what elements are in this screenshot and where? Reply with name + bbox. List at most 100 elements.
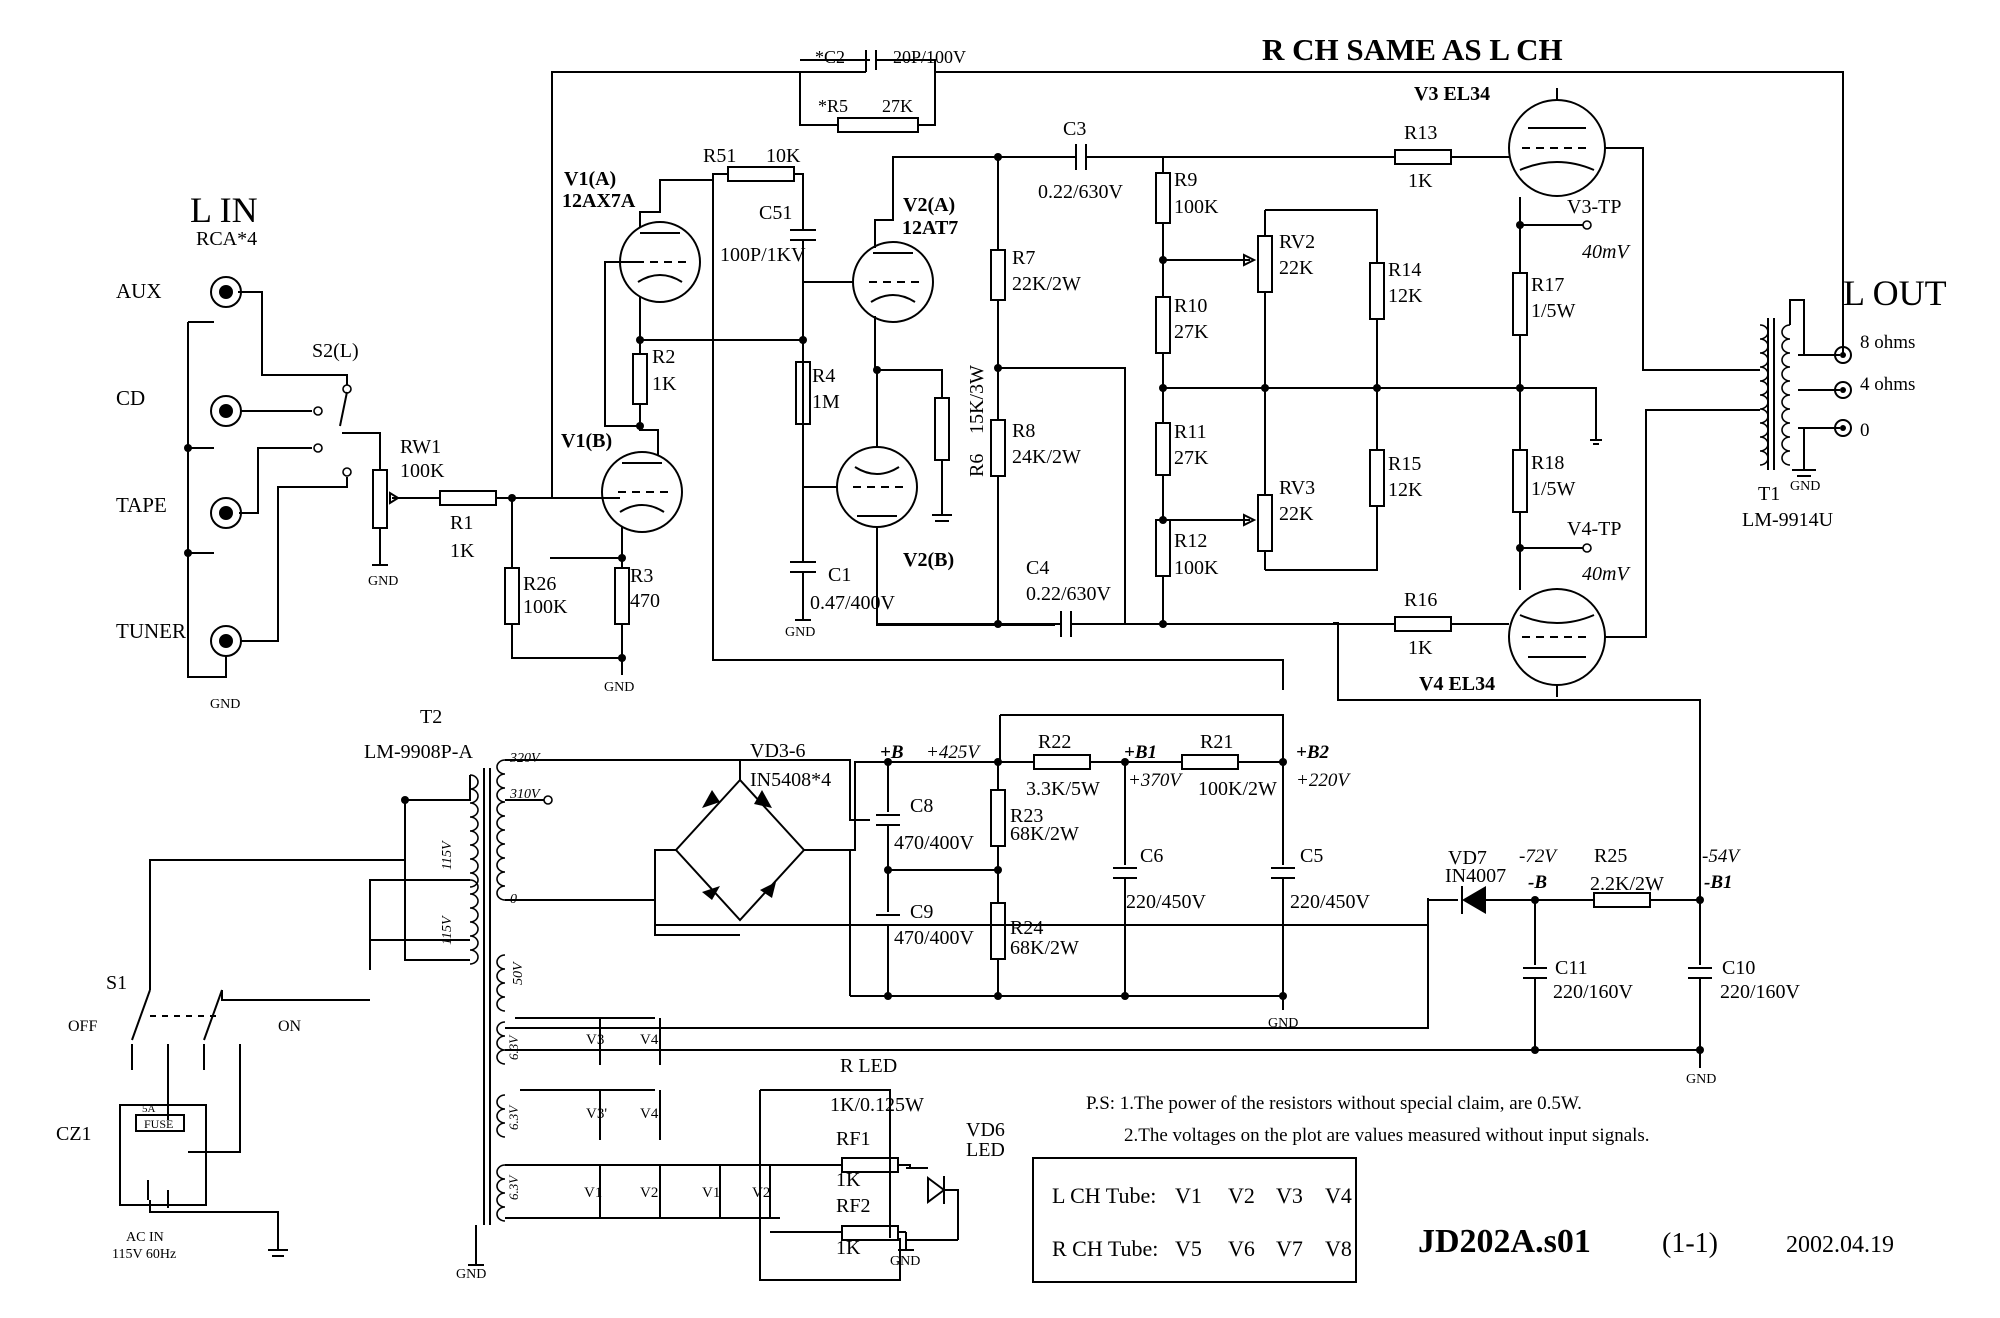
power-c5-1-label: 220/450V (1290, 891, 1371, 913)
power-rf1-0-label: RF1 (836, 1128, 870, 1150)
power-rled-1-label: 1K/0.125W (830, 1094, 924, 1116)
power-r23-0-label: R23 (1010, 805, 1043, 827)
tube_table-rows-1-3-label: V7 (1276, 1236, 1303, 1261)
v3-tube (1508, 99, 1606, 197)
components-r9-1-label: 100K (1174, 196, 1219, 218)
tubes-tp3-0-label: V3-TP (1567, 196, 1621, 218)
components-r18-1-label: 1/5W (1531, 478, 1576, 500)
power-b1-0-label: +B1 (1124, 742, 1157, 763)
power-vd6-1-label: LED (966, 1139, 1005, 1161)
phase-splitter-wiring (877, 144, 1395, 637)
components-r11-0-label: R11 (1174, 421, 1207, 443)
tubes-v2a-1-label: 12AT7 (902, 217, 958, 239)
drawing-date: 2002.04.19 (1786, 1232, 1894, 1258)
components-rw1-0-label: RW1 (400, 436, 441, 458)
power-taps-1-label: 310V (509, 787, 541, 802)
components-r12-1-label: 100K (1174, 557, 1219, 579)
power-b2-1-label: +220V (1296, 770, 1351, 791)
tubes-v1a-0-label: V1(A) (564, 168, 616, 190)
feedback-network (551, 50, 1844, 498)
rca-jacks (210, 276, 242, 657)
power-r24-0-label: R24 (1010, 917, 1043, 939)
components-r17-0-label: R17 (1531, 274, 1564, 296)
components-r2-1-label: 1K (652, 373, 677, 395)
power-s1-0-label: S1 (106, 972, 127, 994)
power-vd6-0-label: VD6 (966, 1119, 1005, 1141)
tubes-v1b-label: V1(B) (561, 430, 612, 452)
power-b-1-label: +425V (926, 742, 981, 763)
power-heaters-3-label: V4' (640, 1106, 661, 1122)
components-c3-1-label: 0.22/630V (1038, 181, 1124, 203)
note-1: P.S: 1.The power of the resistors withou… (1086, 1093, 1582, 1114)
power-c8-0-label: C8 (910, 795, 933, 817)
components-r16-0-label: R16 (1404, 589, 1437, 611)
power-nb-0-label: -72V (1519, 846, 1558, 867)
components-c51-0-label: C51 (759, 202, 792, 224)
components-r8-1-label: 24K/2W (1012, 446, 1081, 468)
components-r2-0-label: R2 (652, 346, 675, 368)
output-stage-wiring (1394, 88, 1750, 697)
components-r4-0-label: R4 (812, 365, 835, 387)
v4-tube (1508, 588, 1606, 686)
components-r15-0-label: R15 (1388, 453, 1421, 475)
gnd-c1: GND (785, 625, 815, 640)
components-r18-0-label: R18 (1531, 452, 1564, 474)
tube_table-rows-0-1-label: V1 (1175, 1183, 1202, 1208)
r1 (420, 490, 600, 506)
components-r10-0-label: R10 (1174, 295, 1207, 317)
power-r24-1-label: 68K/2W (1010, 937, 1079, 959)
power-heaters-4-label: V1 (584, 1185, 602, 1201)
source-tape: TAPE (116, 493, 167, 517)
power-s1-1-label: OFF (68, 1018, 97, 1035)
components-r14-1-label: 12K (1388, 285, 1423, 307)
components-r5-1-label: 27K (882, 96, 913, 116)
components-r13-1-label: 1K (1408, 170, 1433, 192)
power-r22-0-label: R22 (1038, 731, 1071, 753)
components-rw1-1-label: 100K (400, 460, 445, 482)
gnd-t2: GND (456, 1267, 486, 1282)
tubes-v4-label: V4 EL34 (1419, 673, 1495, 695)
power-cz1-1-label: 5A (142, 1103, 156, 1115)
gnd-output: GND (1790, 479, 1820, 494)
components-r7-0-label: R7 (1012, 247, 1035, 269)
power-t2-0-label: T2 (420, 706, 442, 728)
power-r25-1-label: 2.2K/2W (1590, 873, 1664, 895)
gnd-led: GND (890, 1254, 920, 1269)
power-taps-0-label: 320V (509, 751, 541, 766)
components-r4-1-label: 1M (812, 391, 840, 413)
output-transformer-0-label: T1 (1758, 483, 1780, 505)
input-sub: RCA*4 (196, 228, 257, 250)
tube_table-rows-1-4-label: V8 (1325, 1236, 1352, 1261)
power-c5-0-label: C5 (1300, 845, 1323, 867)
components-r3-0-label: R3 (630, 565, 653, 587)
power-r21-1-label: 100K/2W (1198, 778, 1277, 800)
power-b1-1-label: +370V (1128, 770, 1183, 791)
note-2: 2.The voltages on the plot are values me… (1124, 1125, 1650, 1146)
components-r7-1-label: 22K/2W (1012, 273, 1081, 295)
drawing-id: JD202A.s01 (1418, 1223, 1591, 1260)
power-c10-1-label: 220/160V (1720, 981, 1801, 1003)
tube_table-rows-0-2-label: V2 (1228, 1183, 1255, 1208)
r6-label: R6 (966, 454, 988, 477)
tap-63c: 6.3V (506, 1174, 521, 1200)
components-c1-1-label: 0.47/400V (810, 592, 896, 614)
tube_table-rows-0-3-label: V3 (1276, 1183, 1303, 1208)
components-r26-1-label: 100K (523, 596, 568, 618)
power-cz1-3-label: AC IN (126, 1230, 164, 1245)
power-nb1-1-label: -B1 (1704, 872, 1733, 893)
components-r9-0-label: R9 (1174, 169, 1197, 191)
power-c11-0-label: C11 (1555, 957, 1588, 979)
r26 (504, 498, 619, 659)
components-rv3-0-label: RV3 (1279, 477, 1315, 499)
tubes-v3-label: V3 EL34 (1414, 83, 1490, 105)
components-r12-0-label: R12 (1174, 530, 1207, 552)
power-c8-1-label: 470/400V (894, 832, 975, 854)
gnd-bias: GND (1686, 1072, 1716, 1087)
output-taps-0-label: 8 ohms (1860, 332, 1915, 353)
tube-table (1032, 1157, 1357, 1283)
source-aux: AUX (116, 279, 162, 303)
source-cd: CD (116, 386, 145, 410)
power-vd7-0-label: VD7 (1448, 847, 1487, 869)
output-transformer (1750, 299, 1840, 477)
